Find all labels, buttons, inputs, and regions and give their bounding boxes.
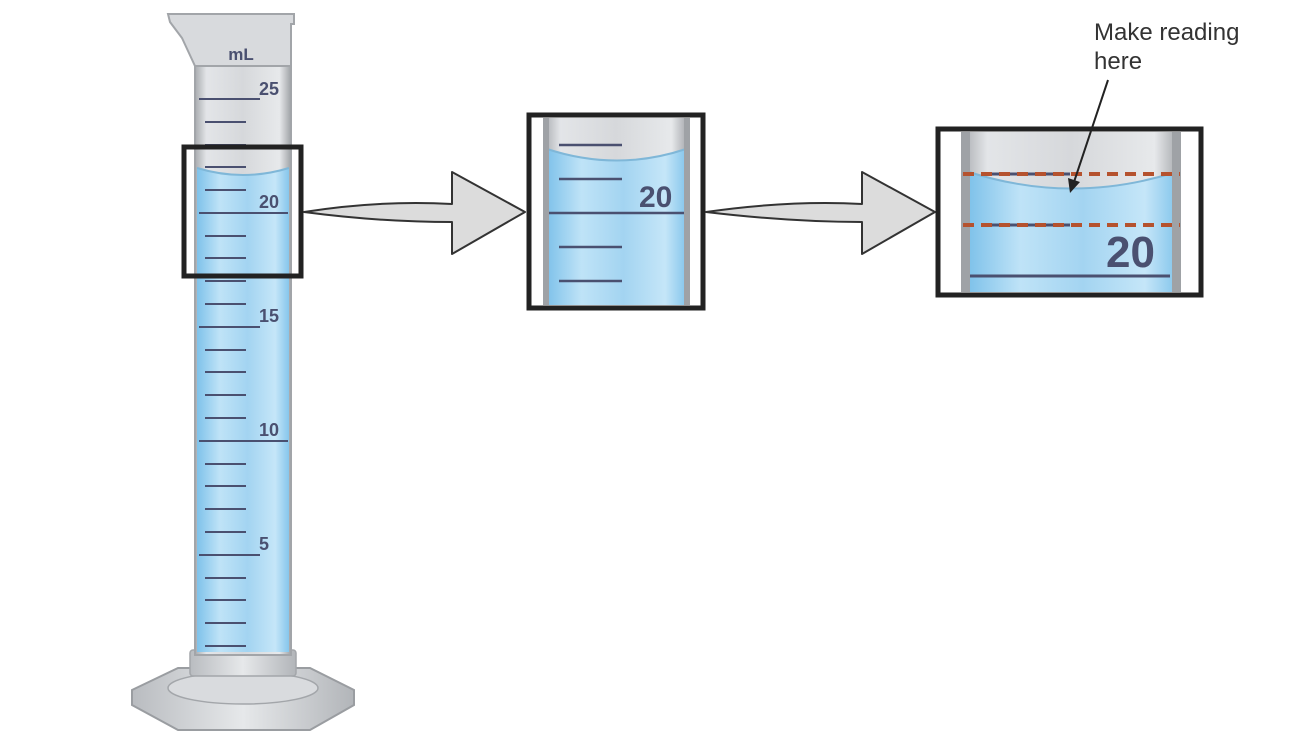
zoom2-scale-label: 20 bbox=[1106, 228, 1155, 277]
zoom-arrow-icon bbox=[303, 171, 526, 255]
scale-label-15: 15 bbox=[259, 306, 279, 326]
magnify-selection-box bbox=[181, 144, 304, 279]
zoom2-frame bbox=[935, 126, 1204, 298]
scale-label-20: 20 bbox=[259, 192, 279, 212]
graduated-cylinder: mL 25 20 15 10 5 bbox=[131, 13, 355, 731]
zoom-view-2: 20 bbox=[935, 126, 1204, 298]
zoom1-frame bbox=[526, 112, 706, 311]
scale-label-10: 10 bbox=[259, 420, 279, 440]
zoom1-scale-label: 20 bbox=[639, 181, 672, 214]
cylinder-graduations bbox=[199, 98, 288, 647]
annotation-text: Make reading here bbox=[1094, 19, 1240, 75]
scale-label-5: 5 bbox=[259, 534, 269, 554]
scale-label-25: 25 bbox=[259, 79, 279, 99]
unit-label: mL bbox=[228, 45, 254, 64]
zoom-arrow-icon bbox=[705, 171, 936, 255]
zoom-view-1: 20 bbox=[526, 112, 706, 311]
cylinder-spout bbox=[166, 13, 295, 67]
cylinder-liquid bbox=[197, 168, 289, 652]
pointer-arrow-icon bbox=[1068, 79, 1109, 193]
